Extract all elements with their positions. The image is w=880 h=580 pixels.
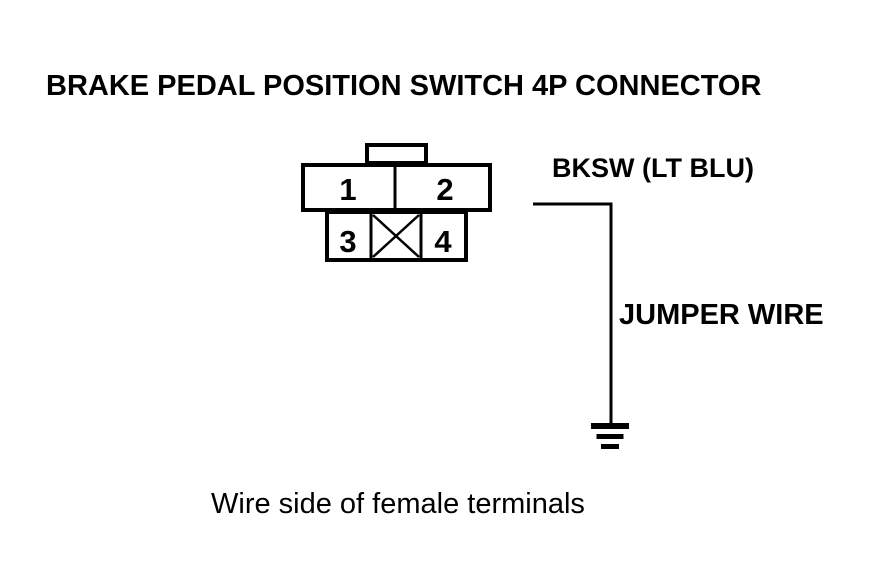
- pin-1-number: 1: [339, 172, 356, 207]
- jumper-wire-line: [533, 202, 613, 424]
- connector-tab: [365, 143, 428, 165]
- pin-2-number: 2: [436, 172, 453, 207]
- wire-side-caption: Wire side of female terminals: [211, 488, 585, 520]
- jumper-wire-label: JUMPER WIRE: [619, 299, 824, 331]
- pin-3-number: 3: [339, 224, 356, 259]
- blocked-terminal-x-icon: [372, 214, 420, 258]
- pin-4-number: 4: [434, 224, 452, 259]
- page-title: BRAKE PEDAL POSITION SWITCH 4P CONNECTOR: [46, 70, 762, 102]
- ground-icon: [591, 423, 629, 449]
- wire-signal-label: BKSW (LT BLU): [552, 153, 754, 183]
